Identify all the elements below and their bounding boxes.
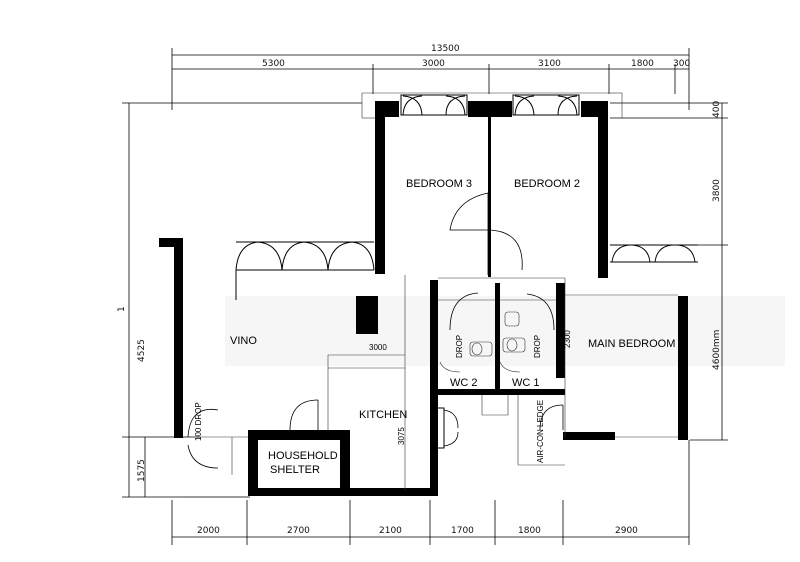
fixtures — [439, 311, 526, 373]
dim-bottom-2: 2700 — [287, 526, 310, 536]
label-living: VINO — [230, 335, 257, 347]
dim-left-3: 1575 — [137, 459, 147, 482]
bottom-dimensions: 2000 2700 2100 1700 1800 2900 — [171, 440, 690, 545]
dim-right-1: 400 — [712, 101, 722, 118]
dim-top-3: 3100 — [538, 59, 561, 69]
dim-bottom-3: 2100 — [379, 526, 402, 536]
living-windows — [235, 241, 375, 300]
right-dimensions: 400 3800 4600mm — [610, 101, 728, 441]
dim-top-5: 300 — [673, 59, 690, 69]
bedroom-windows — [400, 94, 580, 116]
label-shelter: SHELTER — [270, 464, 320, 476]
dim-inner-2: 3075 — [397, 427, 406, 445]
room-labels: BEDROOM 3 BEDROOM 2 MAIN BEDROOM VINO KI… — [194, 178, 675, 476]
label-household: HOUSEHOLD — [268, 450, 338, 462]
dim-top-total: 13500 — [431, 44, 460, 54]
label-kitchen: KITCHEN — [359, 409, 407, 421]
label-wc-1: WC 1 — [512, 377, 540, 389]
top-dimensions: 13500 5300 3000 3100 1800 300 — [171, 44, 690, 110]
master-windows — [610, 244, 698, 263]
door-swings — [187, 192, 564, 469]
label-wc-2: WC 2 — [450, 377, 478, 389]
dim-top-1: 5300 — [262, 59, 285, 69]
dim-left-1: 1 — [117, 306, 127, 312]
dim-bottom-5: 1800 — [518, 526, 541, 536]
label-bedroom-3: BEDROOM 3 — [406, 178, 472, 190]
dim-bottom-4: 1700 — [451, 526, 474, 536]
scan-smudge — [225, 296, 785, 366]
dim-top-4: 1800 — [631, 59, 654, 69]
dim-bottom-1: 2000 — [197, 526, 220, 536]
dim-right-2: 3800 — [712, 179, 722, 202]
dim-top-2: 3000 — [422, 59, 445, 69]
dim-bottom-6: 2900 — [615, 526, 638, 536]
dim-inner-1: 2300 — [563, 330, 572, 348]
label-aircon-ledge: AIR-CON LEDGE — [536, 400, 545, 463]
label-main-bedroom: MAIN BEDROOM — [588, 338, 675, 350]
partitions — [182, 92, 678, 498]
label-drop-1: DROP — [455, 335, 464, 358]
dim-right-3: 4600mm — [712, 330, 722, 370]
label-drop-3: 100 DROP — [194, 402, 203, 441]
label-bedroom-2: BEDROOM 2 — [514, 178, 580, 190]
dim-inner-3: 3000 — [369, 343, 387, 352]
dim-left-2: 4525 — [137, 339, 147, 362]
label-drop-2: DROP — [533, 335, 542, 358]
